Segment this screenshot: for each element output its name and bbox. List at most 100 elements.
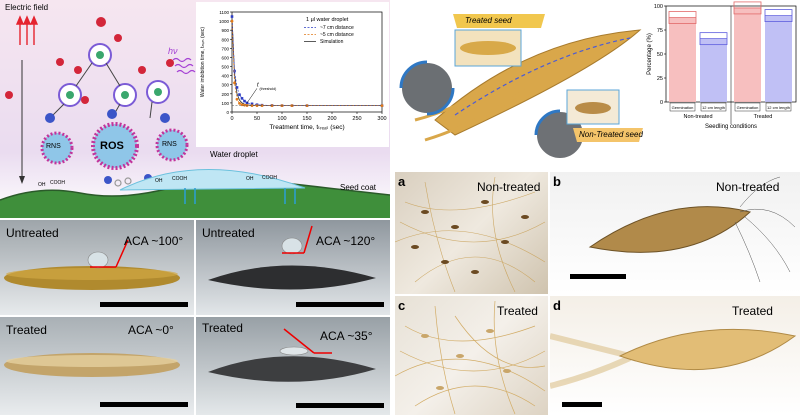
photo-c: c Treated [395, 296, 548, 415]
data-point [250, 104, 254, 108]
rns-right-label: RNS [162, 141, 177, 148]
roots-texture [395, 300, 546, 415]
ros-shape [91, 122, 139, 170]
seed-dots [421, 329, 511, 390]
y-tick-label: 1100 [219, 10, 229, 15]
scale-bar [100, 302, 188, 307]
bar-label-box [700, 102, 727, 112]
cooh-label-3: COOH [262, 175, 277, 181]
x-tick-label: 50 [254, 116, 260, 122]
treated-seed-tab [453, 14, 545, 28]
ros-label: ROS [100, 140, 124, 152]
untreated-label-2: Untreated [202, 226, 255, 240]
nontreated-label-b: Non-treated [716, 180, 780, 194]
field-line-arrow [19, 176, 25, 184]
seed-shape [588, 206, 752, 253]
data-point [250, 102, 254, 106]
x-tick-label: 100 [277, 116, 286, 122]
scale-bar [100, 402, 188, 407]
seed-photo-treated-rice: Treated ACA ~0° [0, 317, 194, 415]
seed-illustration-svg [399, 14, 643, 160]
photo-a-svg [395, 176, 546, 293]
scale-bar [296, 403, 384, 408]
x-tick-label: 250 [352, 116, 361, 122]
seed-photo-untreated-sunflower: Untreated ACA ~120° [196, 220, 390, 315]
y-tick-label: 800 [221, 37, 229, 42]
seed-shape [618, 328, 797, 371]
imbibition-arrows [184, 188, 296, 204]
aca-label-1: ACA ~100° [124, 234, 184, 248]
photon-icon [172, 57, 196, 75]
roots-texture [550, 333, 632, 389]
treated-label-c: Treated [497, 304, 538, 318]
data-point [240, 97, 244, 100]
hv-label: hν [168, 46, 178, 56]
treated-seed-label: Treated seed [465, 16, 512, 25]
legend-title: 1 μl water droplet [306, 17, 349, 23]
group-label: Non-treated [683, 114, 712, 120]
roots-texture [734, 176, 796, 283]
data-point [238, 101, 241, 105]
photo-b: b Non-treated [550, 172, 800, 294]
legend-label: ~5 cm distance [320, 32, 354, 38]
data-point [233, 81, 236, 85]
scale-bar [562, 402, 602, 407]
molecule-group [49, 43, 170, 119]
photo-a: a Non-treated [395, 172, 548, 294]
y-tick-label: 25 [657, 76, 663, 82]
electric-field-arrows [15, 15, 39, 45]
seed-illustration-panel: Treated seed Non-Treated seed [395, 0, 643, 170]
y-tick-label: 75 [657, 28, 663, 34]
y-tick-label: 300 [221, 83, 229, 88]
x-axis-label: Treatment time, tₜᵣₑₐₜ (sec) [269, 124, 344, 131]
x-tick-label: 200 [327, 116, 336, 122]
bar-label-box [669, 102, 696, 112]
water-drop-shape [279, 346, 309, 356]
threshold-label: t [257, 83, 259, 89]
bubbles [114, 177, 132, 187]
water-drop-shape [87, 251, 109, 269]
oh-label-1: OH [38, 182, 46, 188]
photo-d-svg [550, 328, 797, 389]
panel-label-a: a [398, 174, 406, 189]
data-point [243, 99, 246, 103]
scale-bar [570, 274, 626, 279]
bar-label-box [765, 102, 792, 112]
oh-label-2: OH [155, 178, 163, 184]
treated-label-2: Treated [202, 321, 243, 335]
bar [669, 17, 696, 102]
sunflower-seed-shape [208, 356, 376, 382]
cooh-label-2: COOH [172, 176, 187, 182]
sunflower-seed-treated-svg [208, 328, 376, 382]
bar-category-label: Germination [737, 105, 759, 110]
y-tick-label: 1000 [219, 19, 230, 24]
bar-category-label: 12 cm length [767, 105, 790, 110]
panel-label-d: d [553, 298, 561, 313]
aca-label-4: ACA ~35° [320, 329, 373, 343]
panel-label-b: b [553, 174, 561, 189]
bar-category-label: Germination [672, 105, 694, 110]
y-axis-label: Percentage (%) [647, 33, 653, 75]
x-tick-label: 150 [302, 116, 311, 122]
bar [734, 7, 761, 103]
schematic-panel: Electric field hν ROS RNS RNS Water drop… [0, 0, 390, 218]
roots-texture [395, 176, 546, 293]
treated-label-d: Treated [732, 304, 773, 318]
bar-category-label: 12 cm length [702, 105, 725, 110]
rns-left-label: RNS [46, 143, 61, 150]
rice-seed-treated-svg [4, 353, 180, 377]
bar-label-box [734, 102, 761, 112]
y-tick-label: 500 [221, 65, 229, 70]
data-point [230, 15, 234, 18]
aca-label-3: ACA ~0° [128, 323, 174, 337]
y-tick-label: 0 [660, 100, 663, 106]
data-point [235, 86, 239, 89]
seed-coat-label: Seed coat [340, 183, 377, 192]
rns-right-shape [155, 128, 189, 162]
data-point [380, 104, 384, 108]
root-shape [414, 78, 506, 122]
y-tick-label: 200 [221, 92, 229, 97]
